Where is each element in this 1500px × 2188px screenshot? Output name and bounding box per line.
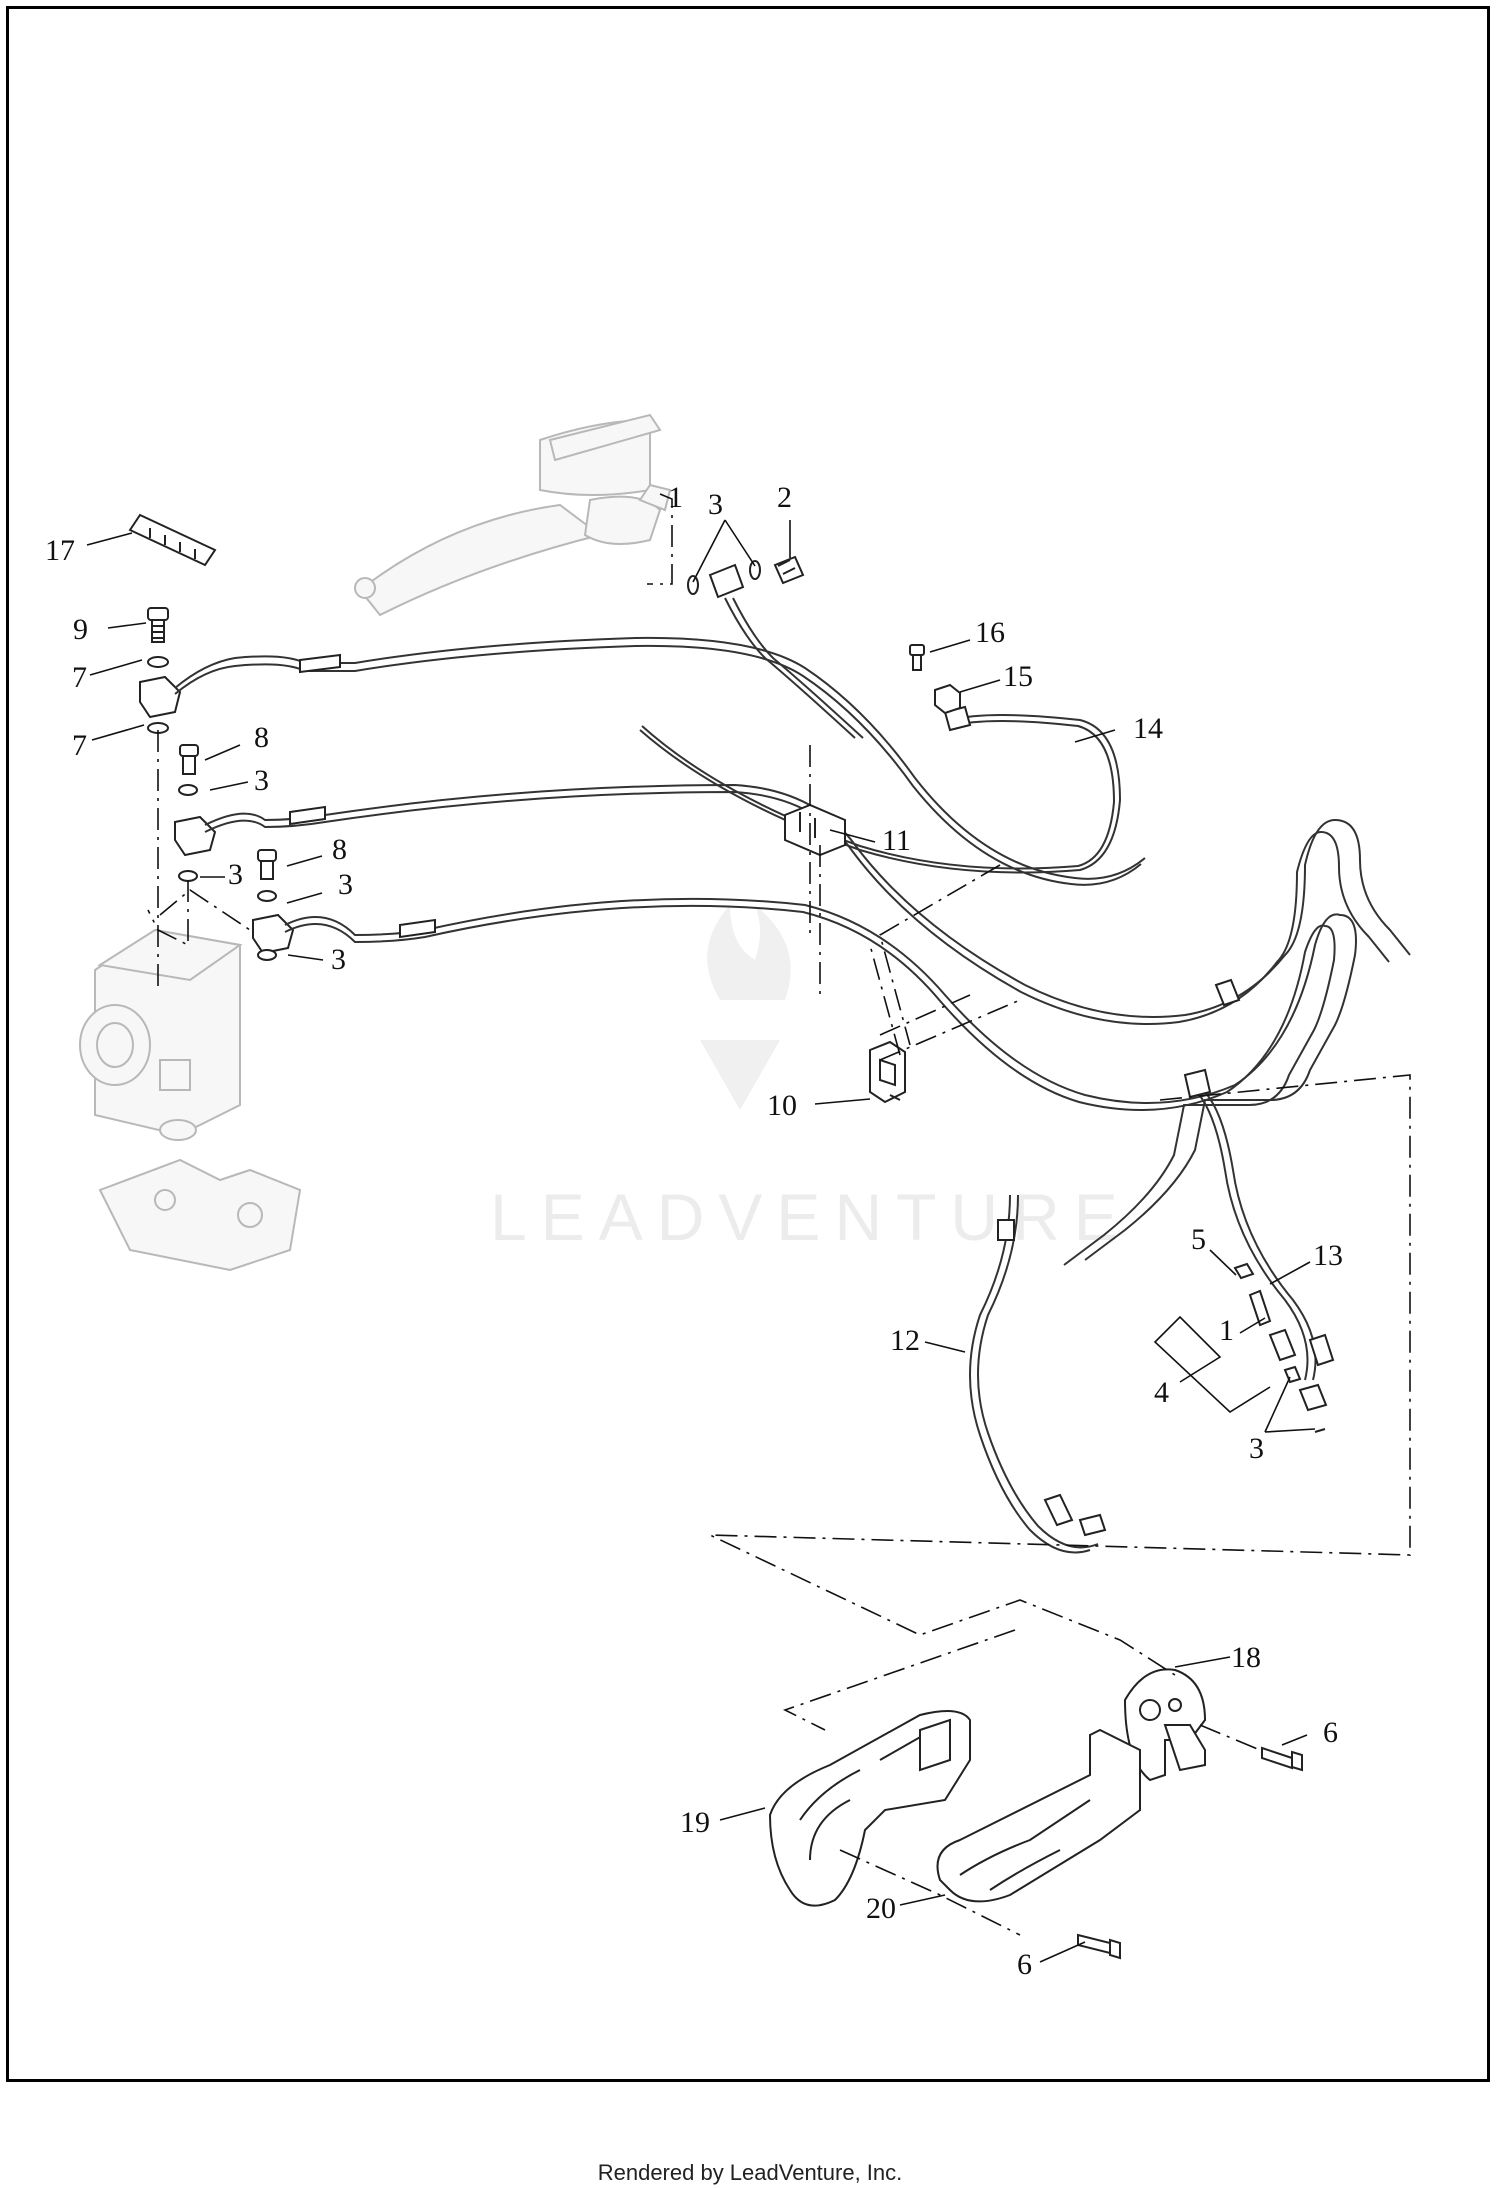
part-3-washer-b — [178, 784, 198, 796]
callout-3b: 3 — [254, 764, 269, 797]
part-6-screw-lower — [1077, 1933, 1121, 1960]
callout-14: 14 — [1133, 712, 1163, 745]
callout-5: 5 — [1191, 1223, 1206, 1256]
part-6-screw-upper — [1261, 1746, 1303, 1772]
part-20-cover — [936, 1728, 1141, 1903]
brake-line-lower — [284, 897, 1357, 1266]
callout-17: 17 — [45, 534, 75, 567]
part-3-washer-d — [257, 890, 277, 902]
part-8-banjo-bolt-upper — [179, 744, 199, 775]
part-17-line-clip — [128, 513, 217, 567]
banjo-fitting-lower — [252, 913, 295, 955]
diagram-frame — [6, 6, 1490, 2082]
callout-7b: 7 — [72, 729, 87, 762]
part-10-clip — [869, 1040, 906, 1104]
callout-20: 20 — [866, 1892, 896, 1925]
callout-12: 12 — [890, 1324, 920, 1357]
callout-18: 18 — [1231, 1641, 1261, 1674]
abs-module — [79, 928, 243, 1141]
banjo-fitting-middle — [174, 815, 217, 857]
part-3-washer-c — [178, 870, 198, 882]
callout-3c: 3 — [228, 858, 243, 891]
callout-11: 11 — [882, 824, 911, 857]
part-12-brake-line — [969, 1194, 1107, 1554]
callout-7a: 7 — [72, 661, 87, 694]
part-3-washer-a1 — [687, 575, 699, 595]
abs-bracket — [98, 1158, 302, 1272]
part-7-washer-upper — [147, 656, 169, 668]
callout-10: 10 — [767, 1089, 797, 1122]
master-cylinder-lever — [354, 413, 672, 617]
callout-6a: 6 — [1323, 1716, 1338, 1749]
part-3-washer-e — [257, 949, 277, 961]
part-3-washer-f — [1314, 1428, 1326, 1433]
part-2-banjo-bolt — [773, 555, 805, 585]
callout-1a: 1 — [668, 481, 683, 514]
callout-15: 15 — [1003, 660, 1033, 693]
callout-4: 4 — [1154, 1376, 1169, 1409]
watermark: LEADVENTURE — [490, 905, 1132, 1254]
callout-13: 13 — [1313, 1239, 1343, 1272]
callout-8b: 8 — [332, 833, 347, 866]
callout-6b: 6 — [1017, 1948, 1032, 1981]
part-13-brake-line — [1183, 1068, 1335, 1381]
part-14-brake-line — [639, 705, 1122, 874]
banjo-fitting-upper — [139, 675, 182, 719]
part-1-bleeder — [1248, 1289, 1272, 1327]
callout-9: 9 — [73, 613, 88, 646]
leader-lines — [86, 519, 1316, 1963]
callout-2: 2 — [777, 481, 792, 514]
part-19-cover — [768, 1710, 971, 1907]
footer-credit: Rendered by LeadVenture, Inc. — [597, 2160, 903, 2185]
callout-8a: 8 — [254, 721, 269, 754]
part-5-cap — [1233, 1262, 1255, 1280]
callout-16: 16 — [975, 616, 1005, 649]
brake-line-middle — [204, 783, 1411, 1025]
part-15-clip — [934, 683, 961, 715]
callout-labels: 1 2 3 16 15 14 17 9 7 7 8 3 3 8 3 3 11 1… — [45, 481, 1343, 1981]
brake-line-upper — [174, 563, 1146, 886]
callout-3e: 3 — [331, 943, 346, 976]
callout-19: 19 — [680, 1806, 710, 1839]
part-11-clip — [784, 803, 846, 857]
part-8-banjo-bolt-lower — [257, 849, 277, 880]
watermark-text: LEADVENTURE — [490, 1180, 1132, 1254]
callout-3d: 3 — [338, 868, 353, 901]
callout-3a: 3 — [708, 488, 723, 521]
part-18-caliper-bracket — [1123, 1668, 1207, 1782]
callout-1b: 1 — [1219, 1314, 1234, 1347]
callout-3f: 3 — [1249, 1432, 1264, 1465]
part-4-fitting — [1268, 1328, 1328, 1412]
part-16-screw — [909, 644, 925, 671]
part-9-banjo-bolt — [147, 607, 169, 643]
reference-lines — [147, 493, 1411, 1936]
part-3-washer-a2 — [749, 560, 761, 580]
